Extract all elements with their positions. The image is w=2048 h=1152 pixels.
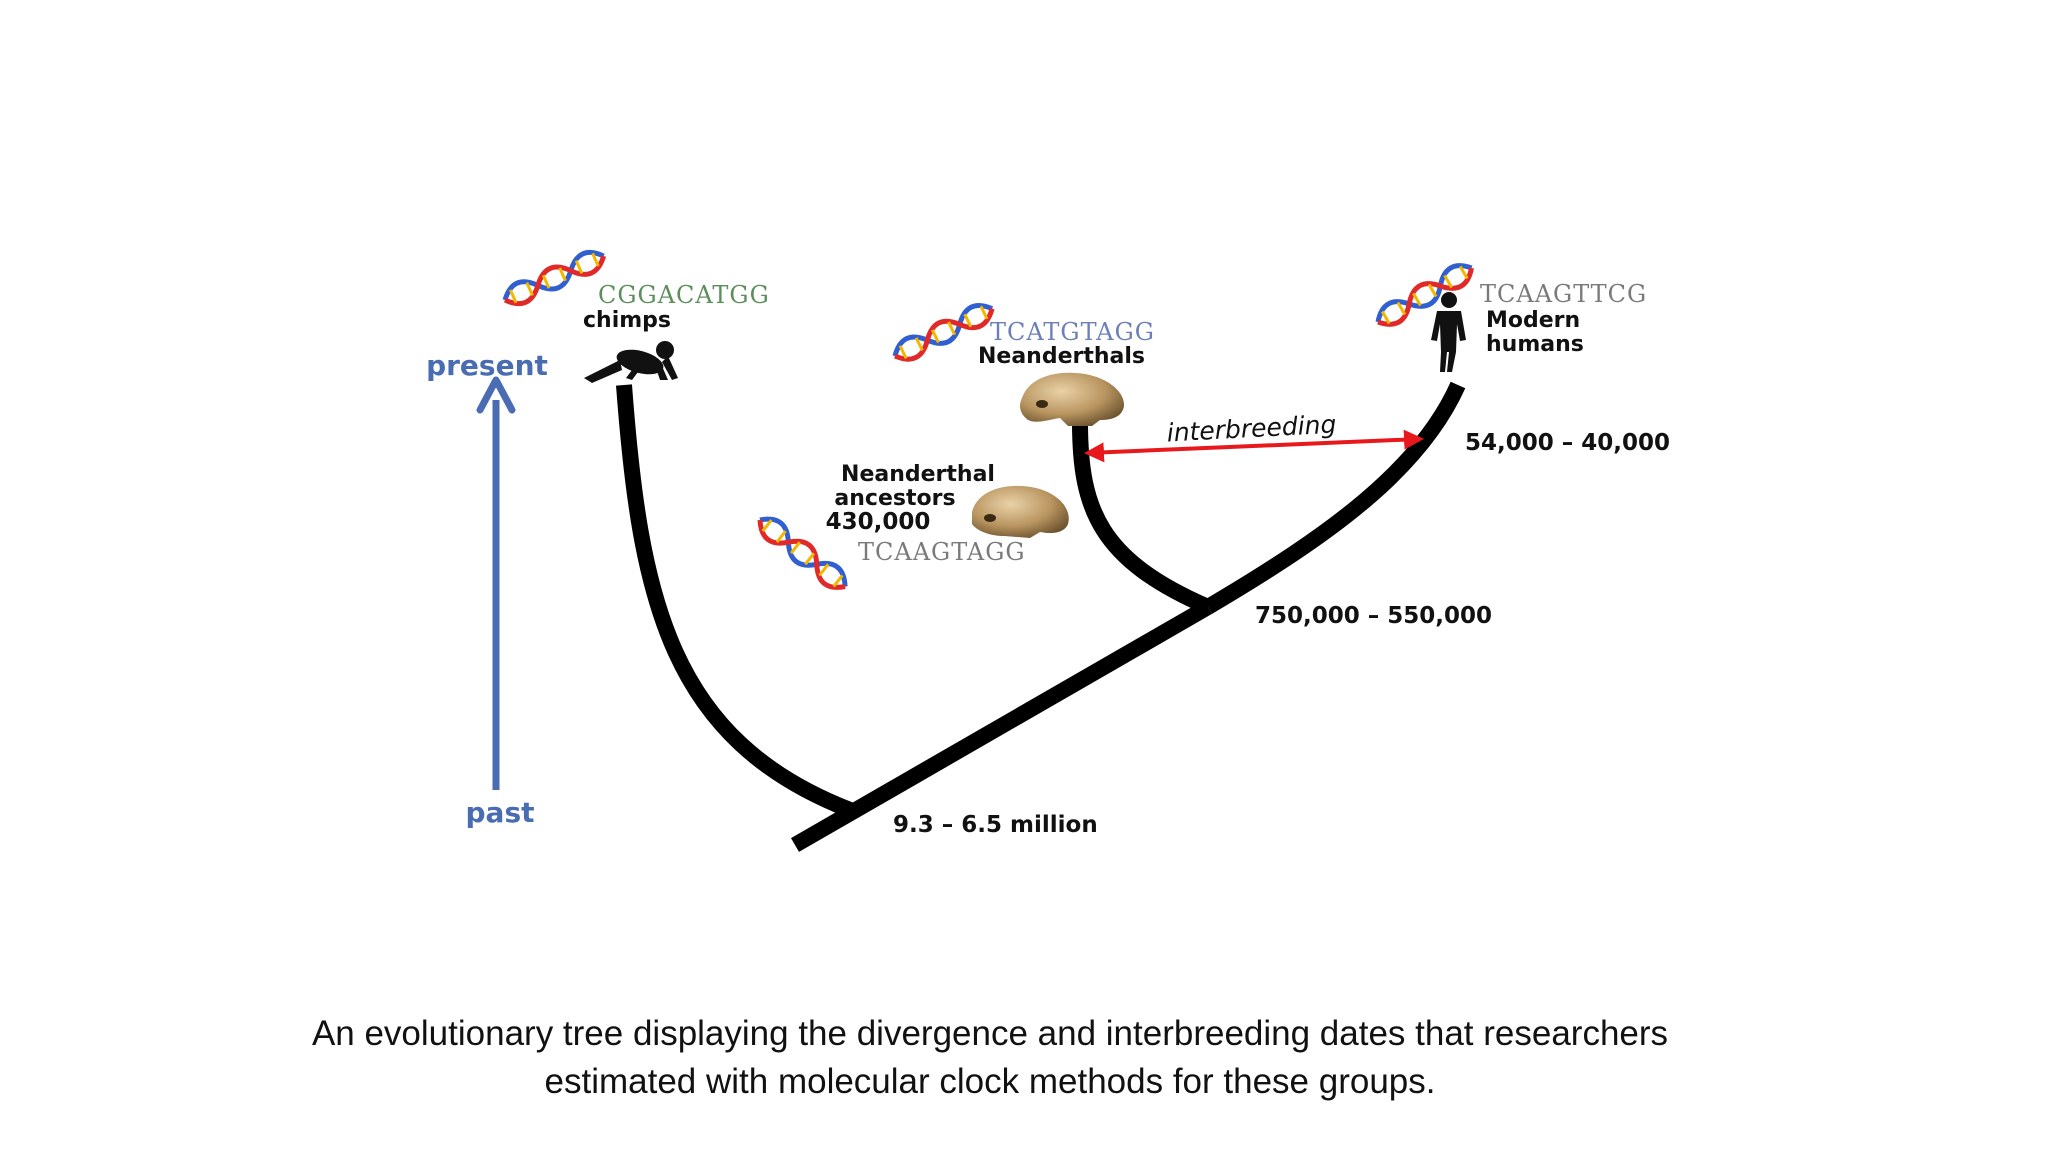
present-label: present — [426, 349, 548, 382]
neanderthal-branch — [1072, 421, 1212, 615]
ancestors-label-line2: ancestors — [834, 486, 955, 511]
chimp-branch — [616, 384, 853, 818]
tree-branches — [616, 381, 1466, 852]
figure-caption: An evolutionary tree displaying the dive… — [200, 1010, 1780, 1106]
human-sequence: TCAAGTTCG — [1480, 280, 1647, 308]
chimp-silhouette-icon — [584, 341, 678, 383]
caption-line-2: estimated with molecular clock methods f… — [544, 1062, 1436, 1101]
neanderthal-label: Neanderthals — [978, 344, 1145, 369]
modern-humans-group: TCAAGTTCG Modern humans — [1375, 263, 1647, 372]
split-date-label: 750,000 – 550,000 — [1255, 603, 1492, 629]
time-axis: present past — [426, 349, 548, 829]
neanderthals-group: TCATGTAGG Neanderthals — [892, 303, 1155, 426]
human-label-line2: humans — [1486, 332, 1584, 357]
chimps-group: CGGACATGG chimps — [502, 250, 770, 383]
trunk-branch — [791, 600, 1212, 852]
ancestors-sequence: TCAAGTAGG — [858, 538, 1026, 566]
past-label: past — [466, 796, 535, 829]
interbreeding-date-label: 54,000 – 40,000 — [1465, 430, 1670, 456]
dna-helix-icon — [757, 516, 848, 590]
human-silhouette-icon — [1431, 292, 1466, 372]
caption-line-1: An evolutionary tree displaying the dive… — [311, 1014, 1669, 1053]
chimp-sequence: CGGACATGG — [598, 281, 770, 309]
chimp-label: chimps — [583, 308, 671, 333]
skull-icon — [972, 485, 1069, 538]
dna-helix-icon — [892, 303, 995, 362]
neanderthal-sequence: TCATGTAGG — [990, 318, 1155, 346]
skull-icon — [1020, 372, 1125, 426]
human-branch — [1203, 381, 1466, 614]
neanderthal-ancestors-group: Neanderthal ancestors 430,000 TCAAGTAGG — [757, 462, 1069, 590]
human-label-line1: Modern — [1486, 308, 1580, 333]
interbreeding-arrow: interbreeding — [1084, 410, 1424, 463]
ancestors-date: 430,000 — [826, 509, 931, 535]
root-date-label: 9.3 – 6.5 million — [893, 812, 1098, 838]
dna-helix-icon — [1375, 263, 1474, 327]
dna-helix-icon — [502, 250, 607, 307]
ancestors-label-line1: Neanderthal — [841, 462, 995, 487]
